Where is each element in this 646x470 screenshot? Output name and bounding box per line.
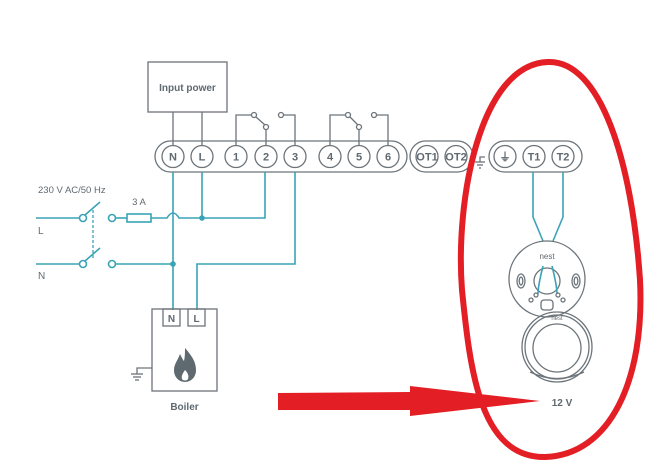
- svg-text:L: L: [193, 314, 199, 325]
- terminal-2: [254, 144, 278, 169]
- neutral-switch-contact: [78, 259, 88, 269]
- terminal-label: 6: [385, 152, 391, 164]
- thermostat-terminal-strip: ⏚ T1 T2: [488, 140, 583, 173]
- flame-icon: [174, 348, 196, 382]
- nest-display: nest: [521, 311, 593, 383]
- terminal-l: [190, 144, 214, 169]
- terminal-label: 3: [292, 152, 298, 164]
- fuse-icon: [126, 213, 152, 223]
- terminal-4: [318, 144, 342, 169]
- nest-base: nest: [508, 240, 586, 318]
- terminal-1: [224, 144, 248, 169]
- terminal-3: [283, 144, 307, 169]
- terminal-label: T2: [557, 152, 570, 164]
- terminal-t1: [522, 144, 546, 169]
- terminal-t2: [551, 144, 575, 169]
- neutral-label: N: [38, 271, 45, 282]
- terminal-5: [347, 144, 371, 169]
- nest-base-brand: nest: [539, 252, 555, 261]
- relay-switch-1: [235, 111, 296, 145]
- terminal-label: ⏚: [500, 151, 511, 164]
- terminal-label: T1: [528, 152, 541, 164]
- relay-switch-2: [329, 111, 389, 145]
- input-power-label: Input power: [159, 83, 216, 94]
- earth-symbol-small: [475, 156, 485, 169]
- supply-wiring: 230 V AC/50 Hz L N 3 A: [36, 172, 296, 310]
- live-switch-contact: [78, 213, 88, 223]
- voltage-label: 12 V: [552, 398, 573, 409]
- input-power-box: Input power: [147, 61, 228, 145]
- thermostat-wires: [532, 172, 564, 242]
- svg-text:N: N: [168, 314, 175, 325]
- boiler-label: Boiler: [170, 402, 198, 413]
- terminal-label: OT1: [416, 152, 437, 164]
- terminal-n: [161, 144, 185, 169]
- boiler-terminal-l: [187, 308, 206, 327]
- nest-base-connector: [540, 299, 554, 311]
- terminal-ot2: [444, 144, 468, 169]
- live-label: L: [38, 226, 44, 237]
- terminal-6: [376, 144, 400, 169]
- terminal-label: OT2: [445, 152, 466, 164]
- terminal-label: N: [169, 152, 177, 164]
- terminal-ot1: [415, 144, 439, 169]
- boiler-terminal-n: [162, 308, 181, 327]
- terminal-label: 1: [233, 152, 239, 164]
- red-annotations: [278, 58, 644, 461]
- annotation-arrow: [278, 386, 540, 416]
- fuse-label: 3 A: [132, 197, 146, 208]
- terminal-label: 5: [356, 152, 362, 164]
- terminal-: [493, 144, 517, 169]
- nest-display-brand: nest: [551, 316, 563, 322]
- boiler: N L Boiler: [131, 308, 218, 413]
- terminal-label: L: [199, 152, 206, 164]
- terminal-label: 2: [263, 152, 269, 164]
- supply-label: 230 V AC/50 Hz: [38, 185, 106, 196]
- highlight-ellipse: [457, 58, 644, 461]
- main-terminal-strip: N L 1 2 3 4 5 6: [154, 140, 408, 173]
- terminal-label: 4: [327, 152, 334, 164]
